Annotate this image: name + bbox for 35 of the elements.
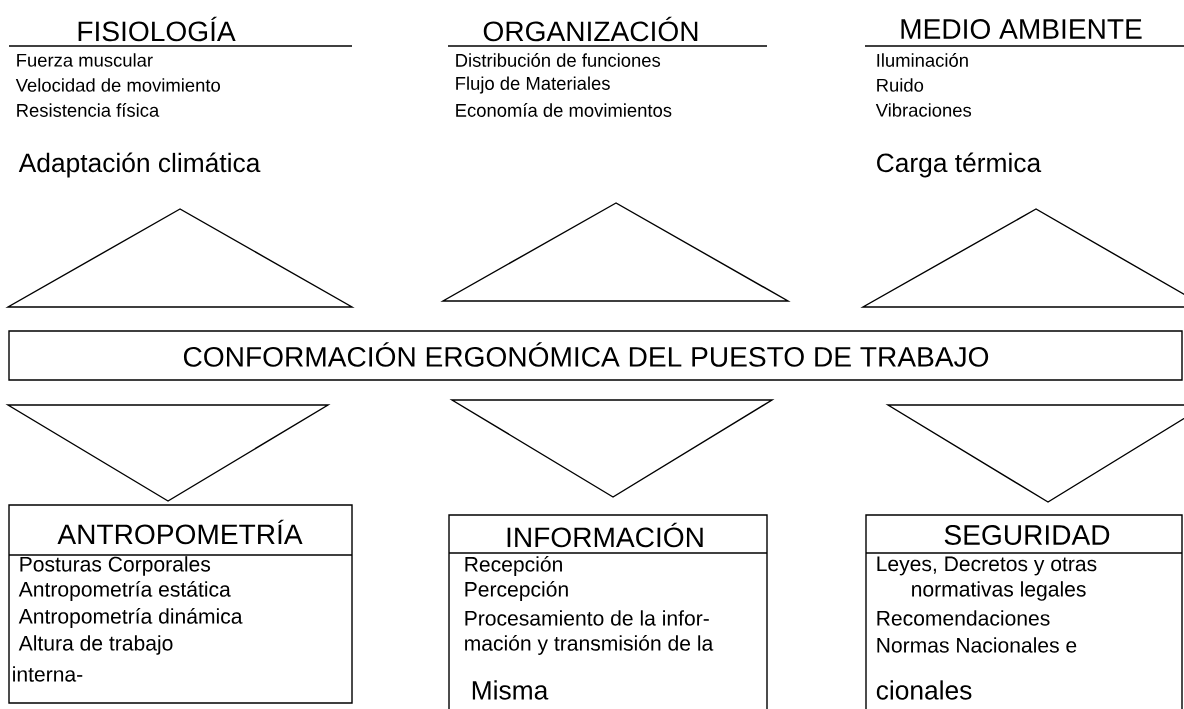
list-item: Resistencia física [17, 103, 160, 117]
list-item: normativas legales [912, 581, 1086, 601]
list-item: Velocidad de movimiento [15, 78, 220, 92]
list-item: Altura de trabajo [18, 635, 173, 655]
category-heading: MEDIO AMBIENTE [864, 19, 1184, 47]
title-box: CONFORMACIÓN ERGONÓMICA DEL PUESTO DE TRABAJO [8, 330, 1183, 381]
list-item: Leyes, Decretos y otras [877, 556, 1097, 576]
triangle [860, 208, 1184, 308]
category-note: Carga térmica [877, 152, 1042, 178]
category-heading: FISIOLOGÍA [8, 16, 353, 47]
box-heading: SEGURIDAD [944, 525, 1110, 545]
list-item: cionales [876, 680, 972, 700]
list-item: mación y transmisión de la [465, 635, 714, 655]
list-item: Flujo de Materiales [456, 76, 610, 94]
list-item: Misma [472, 680, 549, 700]
box-heading: ANTROPOMETRÍA [57, 519, 303, 545]
list-item: Economía de movimientos [456, 103, 672, 117]
list-item: Percepción [465, 581, 568, 601]
list-item: Antropometría estática [18, 581, 231, 601]
list-item: Posturas Corporales [20, 556, 211, 576]
list-item: Vibraciones [875, 103, 972, 117]
list-item: Recepción [465, 556, 562, 576]
list-item: interna- [13, 666, 83, 682]
list-item: Distribución de funciones [456, 53, 661, 67]
triangle [885, 404, 1184, 503]
list-item: Normas Nacionales e [877, 637, 1077, 653]
list-item: Fuerza muscular [17, 53, 153, 67]
box-heading: INFORMACIÓN [507, 522, 703, 548]
list-item: Iluminación [877, 53, 968, 67]
list-item: Procesamiento de la infor- [465, 610, 709, 626]
list-item: Antropometría dinámica [18, 608, 243, 628]
list-item: Ruido [877, 78, 924, 92]
list-item: Recomendaciones [877, 610, 1050, 626]
category-heading: ORGANIZACIÓN [447, 16, 768, 47]
category-note: Adaptación climática [18, 152, 261, 178]
